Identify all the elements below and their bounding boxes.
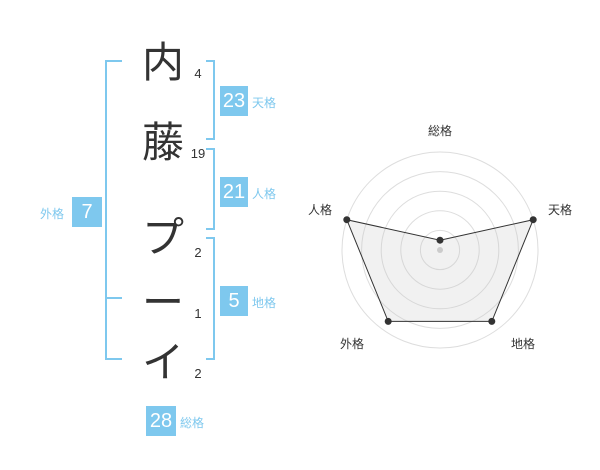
name-char: 藤 [141,118,184,167]
radar-ring [419,229,461,271]
stroke-count: 4 [194,66,202,81]
stroke-count: 19 [190,146,206,161]
radar-ring [380,190,500,310]
gaikaku-label: 外格 [40,207,65,221]
name-char: 内 [141,38,184,87]
radar-point [384,317,392,325]
stroke-count: 1 [194,306,202,321]
tenkaku-bracket [206,60,215,140]
gaikaku-badge: 7 [72,197,102,227]
name-char: ー [141,278,184,327]
radar-axis-label: 総格 [428,124,453,138]
name-char: プ [141,213,184,262]
gaikaku-bracket [105,60,122,360]
chikaku-label: 地格 [252,296,277,310]
radar-point [488,317,496,325]
jinkaku-label: 人格 [252,187,277,201]
soukaku-badge: 28 [146,406,176,436]
stroke-count: 2 [194,366,202,381]
radar-axis-label: 人格 [308,203,333,217]
radar-ring [400,210,480,290]
chikaku-badge: 5 [220,286,248,316]
stroke-count: 2 [194,245,202,260]
tenkaku-badge: 23 [220,86,248,116]
tenkaku-label: 天格 [252,96,277,110]
radar-point [529,216,537,224]
jinkaku-bracket [206,148,215,230]
name-char: イ [141,338,184,387]
radar-polygon [345,219,535,322]
soukaku-label: 総格 [180,416,205,430]
radar-point [436,236,444,244]
chikaku-bracket [206,237,215,360]
radar-point [343,216,351,224]
radar-axis-label: 外格 [340,337,365,351]
radar-axis-label: 天格 [548,203,573,217]
radar-ring [361,171,519,329]
radar-axis-label: 地格 [511,337,536,351]
jinkaku-badge: 21 [220,177,248,207]
radar-ring [341,151,539,349]
radar-center [437,247,443,253]
